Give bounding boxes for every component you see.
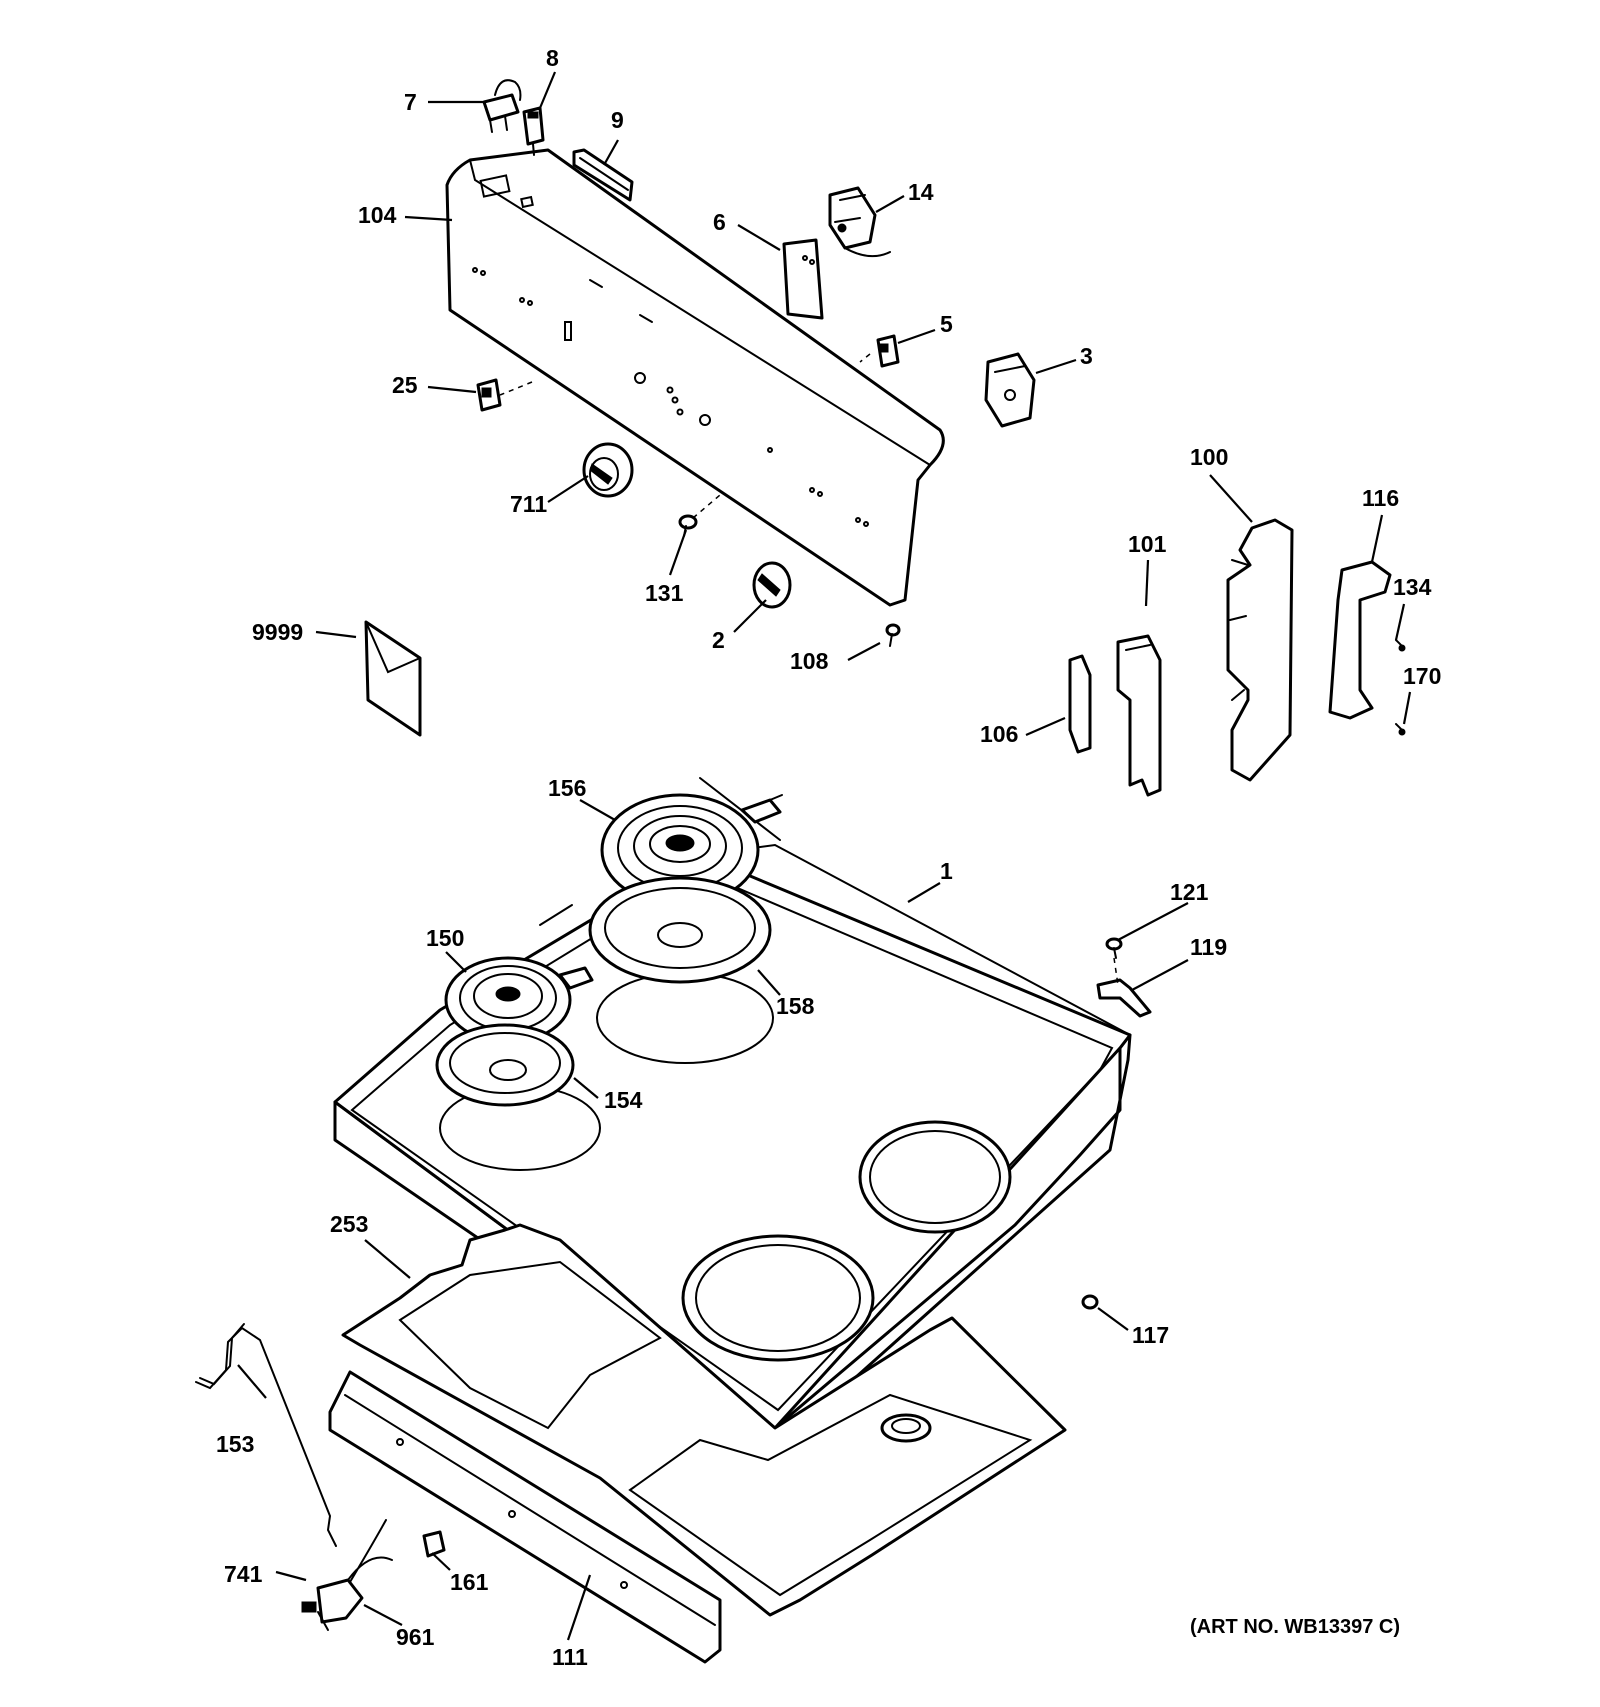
assembly-guide-lines — [499, 353, 1119, 986]
part-2-knob — [752, 561, 792, 609]
callout-6: 6 — [713, 209, 726, 235]
callout-158: 158 — [776, 993, 815, 1019]
callout-1: 1 — [940, 858, 953, 884]
callout-100: 100 — [1190, 444, 1228, 470]
callout-8: 8 — [546, 45, 559, 71]
callout-25: 25 — [392, 372, 418, 398]
part-7-switch — [482, 79, 522, 133]
callout-117: 117 — [1132, 1322, 1169, 1348]
callout-3: 3 — [1080, 343, 1093, 369]
callout-7: 7 — [404, 89, 417, 115]
leader-lines — [237, 71, 1412, 1641]
callout-161: 161 — [450, 1569, 489, 1595]
callout-150: 150 — [426, 925, 464, 951]
control-panel-backguard — [445, 148, 945, 607]
callout-116: 116 — [1362, 485, 1399, 511]
part-9999-literature — [364, 620, 422, 737]
part-100-end-cap — [1226, 518, 1294, 782]
part-150-small-surface-element — [444, 956, 594, 1044]
callout-104: 104 — [358, 202, 397, 228]
callout-253: 253 — [330, 1211, 368, 1237]
part-161-clip — [422, 1530, 446, 1558]
callout-5: 5 — [940, 311, 953, 337]
part-5-switch — [876, 334, 900, 368]
part-253-burner-box — [341, 1223, 1067, 1617]
part-111-front-trim — [328, 1370, 722, 1664]
callout-9999: 9999 — [252, 619, 303, 645]
part-170-screw — [1395, 723, 1406, 736]
part-154-small-drip-pan — [435, 1023, 575, 1107]
part-14-infinite-switch — [828, 186, 891, 258]
part-121-screw — [1105, 937, 1123, 959]
part-156-large-surface-element — [600, 793, 783, 907]
callout-labels: 7 8 9 14 104 6 5 3 25 100 116 711 101 13… — [216, 45, 1441, 1670]
callout-101: 101 — [1128, 531, 1167, 557]
part-3-switch — [984, 352, 1036, 428]
callout-111: 111 — [552, 1644, 588, 1670]
callout-14: 14 — [908, 179, 934, 205]
callout-131: 131 — [645, 580, 684, 606]
part-6-label — [782, 238, 824, 320]
callout-156: 156 — [548, 775, 586, 801]
part-106-bracket — [1068, 654, 1092, 754]
callout-119: 119 — [1190, 934, 1227, 960]
part-741-terminal-block — [301, 1519, 393, 1631]
callout-154: 154 — [604, 1087, 643, 1113]
part-108-screw — [885, 623, 901, 647]
part-134-screw — [1395, 639, 1406, 652]
callout-2: 2 — [712, 627, 725, 653]
part-9-bracket — [572, 148, 634, 202]
part-131-screw — [678, 514, 698, 537]
callout-741: 741 — [224, 1561, 263, 1587]
part-117-clip — [1081, 1294, 1099, 1310]
callout-711: 711 — [510, 491, 547, 517]
callout-153: 153 — [216, 1431, 254, 1457]
part-153-wire-harness — [195, 1323, 337, 1547]
part-711-knob — [582, 442, 634, 498]
callout-9: 9 — [611, 107, 624, 133]
callout-134: 134 — [1393, 574, 1432, 600]
callout-170: 170 — [1403, 663, 1441, 689]
part-25-switch — [476, 378, 502, 412]
part-116-end-cap — [1328, 560, 1392, 720]
art-number-note: (ART NO. WB13397 C) — [1190, 1616, 1400, 1638]
callout-108: 108 — [790, 648, 829, 674]
part-158-large-drip-pan — [588, 876, 772, 984]
callout-106: 106 — [980, 721, 1018, 747]
callout-121: 121 — [1170, 879, 1209, 905]
part-8-indicator-light — [522, 106, 545, 156]
part-101-bracket — [1116, 634, 1162, 797]
callout-961: 961 — [396, 1624, 435, 1650]
part-119-bracket — [1096, 978, 1152, 1018]
